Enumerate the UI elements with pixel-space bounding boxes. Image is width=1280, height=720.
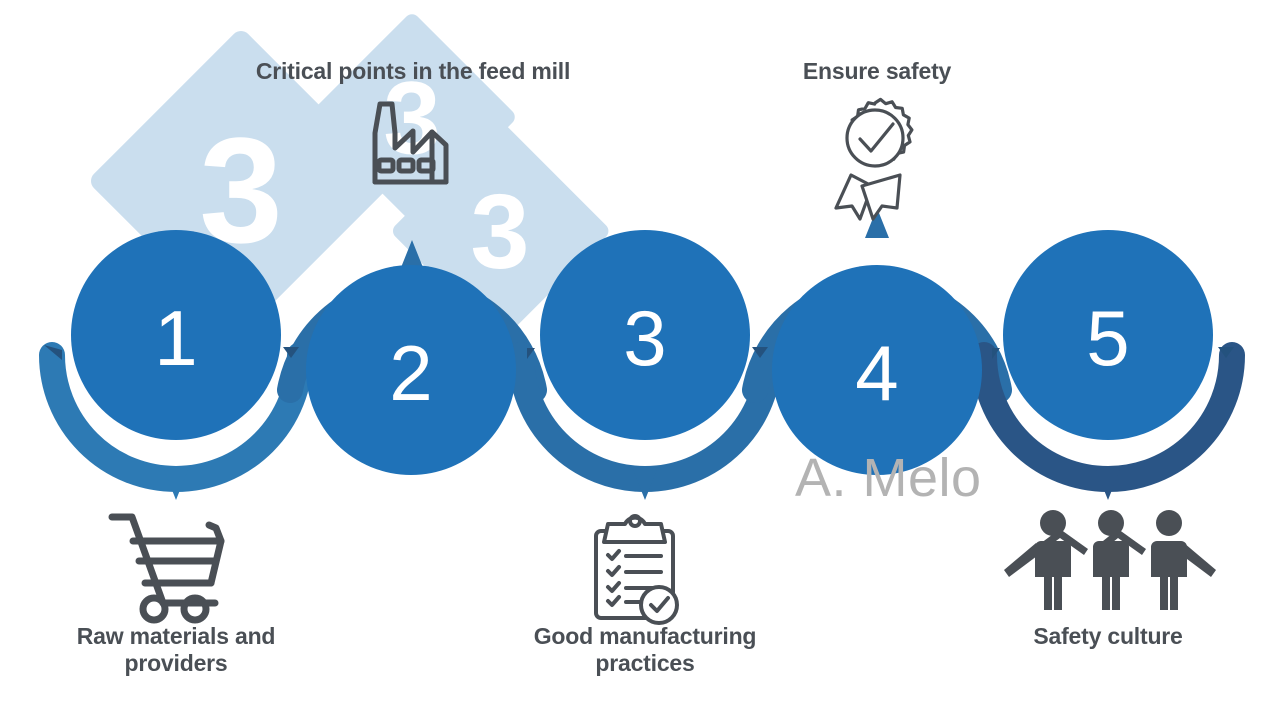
step-number: 3 bbox=[623, 294, 666, 382]
step-number: 2 bbox=[389, 329, 432, 417]
step-circle-1[interactable]: 1 bbox=[71, 230, 281, 440]
connector-arc-1 bbox=[39, 342, 313, 500]
step-circle-4[interactable]: 4 bbox=[772, 265, 982, 475]
step-label-3: Good manufacturing practices bbox=[533, 623, 757, 676]
step-label-5: Safety culture bbox=[1033, 623, 1183, 649]
chain-pointer-markers bbox=[44, 345, 1234, 360]
connector-arc-5 bbox=[971, 342, 1245, 500]
step-circle-3[interactable]: 3 bbox=[540, 230, 750, 440]
step-label-4: Ensure safety bbox=[802, 58, 952, 84]
people-group-icon bbox=[1004, 510, 1216, 610]
watermark-numeral: 3 bbox=[471, 173, 530, 291]
factory-icon bbox=[372, 101, 449, 185]
connector-arc-3 bbox=[508, 342, 782, 500]
step-number: 4 bbox=[855, 329, 898, 417]
author-watermark: A. Melo bbox=[795, 448, 982, 508]
step-label-2: Critical points in the feed mill bbox=[255, 58, 571, 84]
award-ribbon-icon bbox=[834, 97, 914, 221]
step-circle-5[interactable]: 5 bbox=[1003, 230, 1213, 440]
shopping-cart-icon bbox=[108, 513, 225, 624]
step-circle-2[interactable]: 2 bbox=[306, 265, 516, 475]
clipboard-check-icon bbox=[594, 514, 679, 625]
step-number: 5 bbox=[1086, 294, 1129, 382]
step-number: 1 bbox=[154, 294, 197, 382]
step-label-1: Raw materials and providers bbox=[76, 623, 276, 676]
